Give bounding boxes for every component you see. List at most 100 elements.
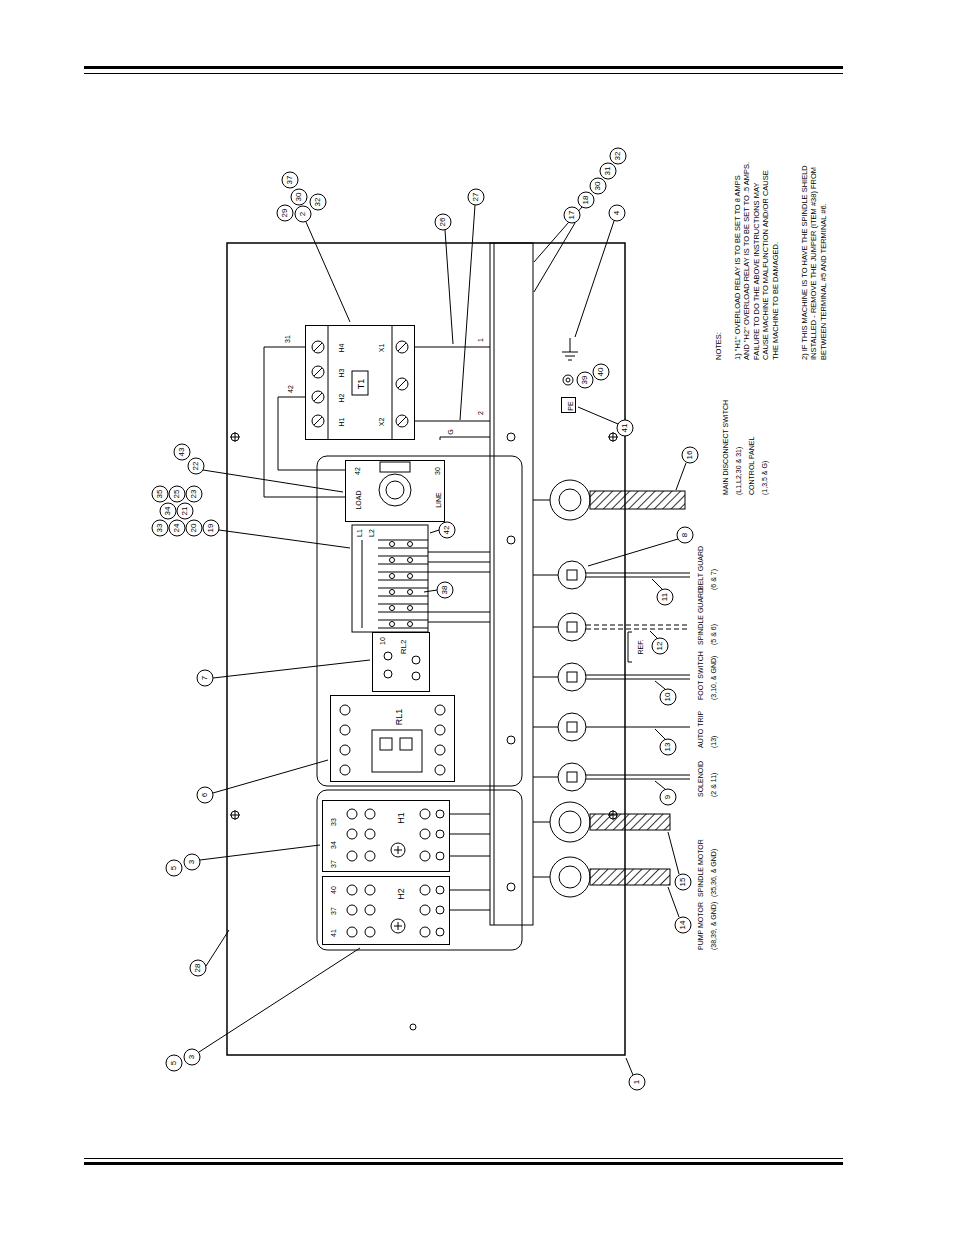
pe-terminal: PE [561,397,576,413]
callout-circle [590,178,606,194]
terminal-label: 10 [379,637,386,645]
callout-circle [437,582,453,598]
leader-line [626,1058,633,1075]
callout-number: 21 [181,507,189,516]
callout-circle [610,148,626,164]
callout-circle [190,960,206,976]
callout-circle [282,172,298,188]
callout-circles [152,148,698,1090]
callout-number: 12 [656,642,664,651]
callout-circle [564,207,580,223]
callout-number: 39 [581,376,589,385]
callout-circle [186,520,202,536]
callout-number: 28 [194,964,202,973]
terminal-label: L1 [356,529,363,537]
panel-drawing [227,243,690,1055]
callout-number: 20 [190,524,198,533]
callout-number: 8 [681,533,689,537]
callout-number: 5 [170,1061,178,1065]
callout-circle [174,444,190,460]
leader-line [430,530,439,533]
callout-circle [682,447,698,463]
cable-label: (13) [710,736,717,748]
leader-line [219,530,350,548]
terminal-label: 34 [330,841,337,849]
callout-number: 42 [443,526,451,535]
callout-circle [657,589,673,605]
wire [278,397,345,470]
cable-label: PUMP MOTOR [697,902,704,950]
callout-circle [177,503,193,519]
callout-circle [617,420,633,436]
cable-label: (2 & 11) [710,773,717,797]
terminal-label: X1 [378,344,385,353]
callout-number: 3 [188,1055,196,1059]
leader-line [668,832,679,874]
callout-number: 15 [679,878,687,887]
callout-number: 4 [613,211,621,215]
page-rules [84,66,843,1165]
wire-number: 31 [284,335,291,343]
callout-circle [184,854,200,870]
callout-number: 9 [664,795,672,799]
callout-number: 18 [582,196,590,205]
cable-label: (L1,L2,30 & 31) [735,447,742,495]
callout-circle [160,503,176,519]
component-label: H1 [397,812,406,824]
callout-circle [277,205,293,221]
cable-label: FOOT SWITCH [697,651,704,700]
cable-label: CONTROL PANEL [748,437,755,495]
terminal-label: 42 [354,467,361,475]
cable-label: AUTO TRIP [697,711,704,748]
terminal-label: H3 [338,369,345,378]
callout-circle [652,638,668,654]
leader-line [203,470,343,492]
callout-number: 30 [594,182,602,191]
component-label: RL1 [395,709,404,726]
leader-line [668,887,679,917]
wire-number: 42 [287,385,294,393]
component-label: T1 [357,379,366,390]
callout-circle [578,192,594,208]
callout-number: 23 [190,490,198,499]
callout-circle [184,1049,200,1065]
callout-circle [197,787,213,803]
callout-circle [166,1055,182,1071]
leader-line [534,207,582,262]
leader-line [652,579,662,589]
wire-number: 1 [477,338,484,342]
callout-circle [188,458,204,474]
callout-number: 1 [633,1080,641,1084]
wire-number: G [447,429,454,434]
callout-number: 16 [686,451,694,460]
overload-relay: H2 [322,876,450,945]
leader-line [306,222,350,322]
leader-line [575,221,614,337]
cable-label: MAIN DISCONNECT SWITCH [722,400,729,495]
callout-number: 32 [614,152,622,161]
callout-circle [593,364,609,380]
callout-number: 33 [156,524,164,533]
callout-circle [629,1074,645,1090]
terminal-label: 41 [330,929,337,937]
terminal-label: 30 [434,467,441,475]
terminal-label: X2 [378,418,385,427]
cable-label: SPINDLE GUARD [697,588,704,645]
cable-label: (35,36, & GND) [710,849,717,897]
callout-circle [152,520,168,536]
callout-circle [152,486,168,502]
callout-number: 5 [170,866,178,870]
leader-lines [199,205,686,1075]
cable-label: (3,10, & GND) [710,656,717,700]
callout-number: 13 [664,743,672,752]
leader-line [213,660,370,678]
leader-line [199,948,360,1052]
callout-circle [295,206,311,222]
component-label: PE [566,401,573,410]
terminal-label: 40 [330,886,337,894]
note-text: 2) IF THIS MACHINE IS TO HAVE THE SPINDL… [800,160,828,360]
leader-line [655,729,665,739]
callout-circle [435,214,451,230]
callout-number: 29 [281,209,289,218]
callout-number: 30 [295,193,303,202]
